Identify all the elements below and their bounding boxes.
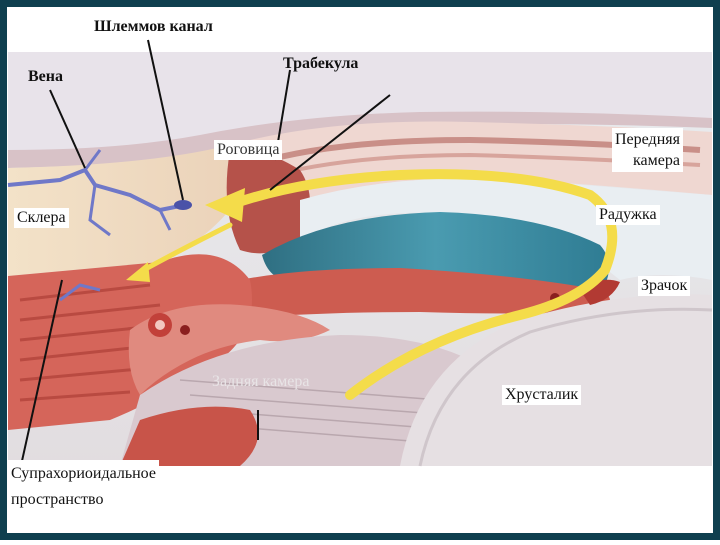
label-lens: Хрусталик <box>502 385 582 405</box>
label-suprachoroid-line2: пространство <box>11 491 104 508</box>
lens-capsule <box>418 307 713 467</box>
schlemm-canal <box>174 200 192 210</box>
ciliary-processes <box>128 304 330 395</box>
ciliary-vessel-lumen <box>155 320 165 330</box>
label-suprachoroid-line1: Супрахориоидальное <box>11 465 156 482</box>
label-schlemm-canal: Шлеммов канал <box>94 18 213 35</box>
label-anterior-chamber-line1: Передняя <box>615 131 680 148</box>
label-iris: Радужка <box>596 205 660 225</box>
aqueous-flow-arrowhead <box>205 188 245 222</box>
muscle-fibers <box>19 283 166 402</box>
label-vein: Вена <box>28 68 63 85</box>
upper-tissue <box>8 52 712 150</box>
vein-branches <box>83 149 172 237</box>
label-anterior-chamber: Передняя камера <box>612 128 683 172</box>
iris-pigment <box>240 268 610 318</box>
lens <box>400 294 712 466</box>
label-sclera: Склера <box>14 208 69 228</box>
leader-suprachoroid <box>19 279 63 471</box>
leader-schlemm <box>147 39 184 201</box>
ciliary-body-lower <box>120 406 258 466</box>
label-posterior-chamber: Задняя камера <box>212 373 310 390</box>
leader-vein <box>49 89 86 169</box>
cornea <box>230 121 712 250</box>
label-trabecula: Трабекула <box>283 55 359 72</box>
zonule-fibers <box>179 379 461 446</box>
vein-lower <box>59 283 101 302</box>
label-pupil: Зрачок <box>638 276 691 296</box>
ciliary-vessel-small <box>180 325 190 335</box>
label-anterior-chamber-line2: камера <box>633 152 680 169</box>
conjunctiva-band <box>8 111 712 168</box>
uveoscleral-arrowhead <box>126 262 150 282</box>
label-cornea: Роговица <box>214 140 283 160</box>
uveoscleral-flow-arrow <box>137 222 233 275</box>
label-suprachoroid-space: Супрахориоидальное пространство <box>8 460 159 514</box>
leader-cornea-area <box>269 94 391 191</box>
